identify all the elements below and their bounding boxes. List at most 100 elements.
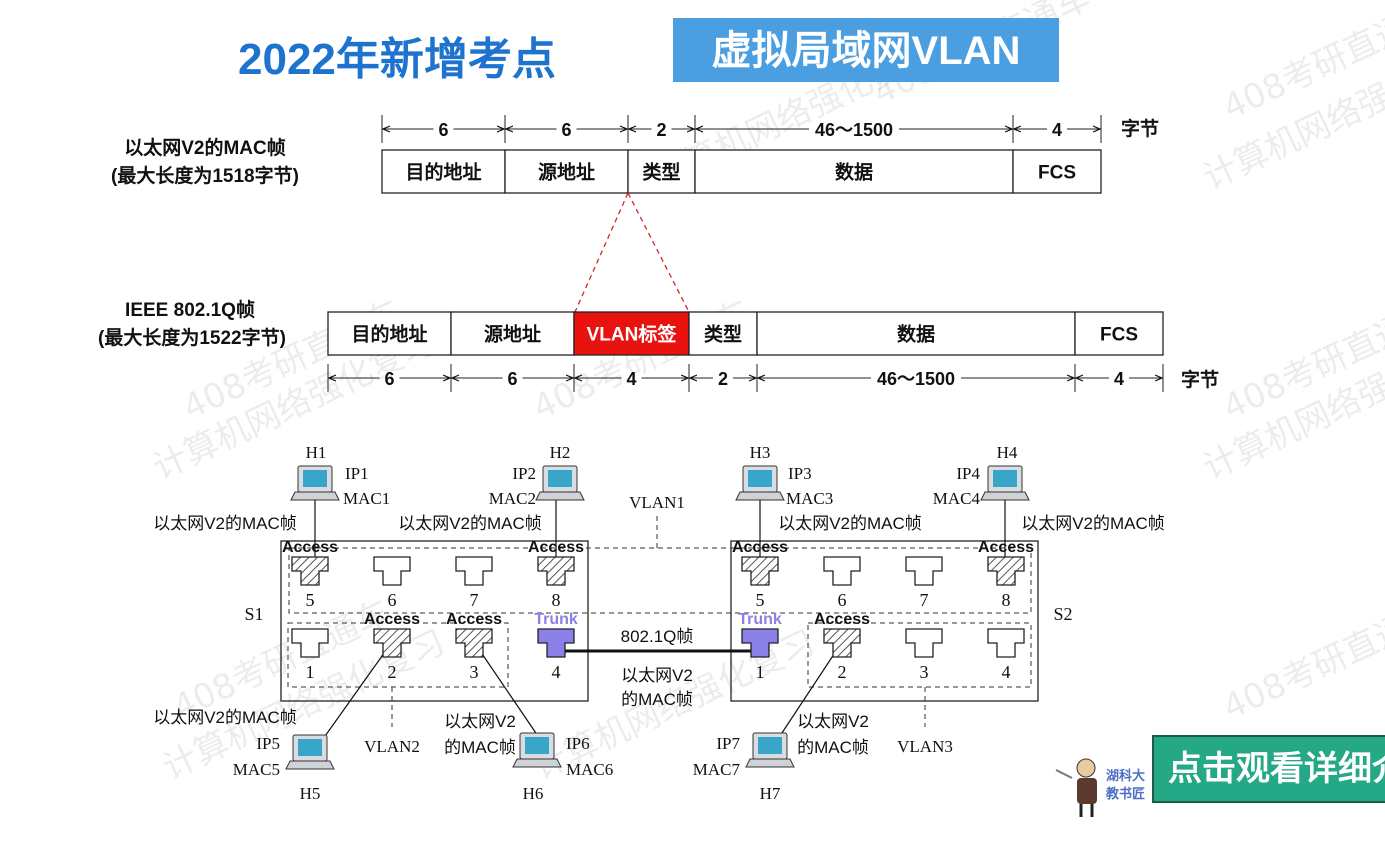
slide-title: 2022年新增考点 (238, 35, 556, 84)
trunk-label: Trunk (738, 611, 782, 628)
frame-field-label: 类型 (642, 161, 680, 184)
port-number: 2 (838, 662, 847, 682)
switch-port-none (905, 628, 943, 658)
field-size-label: 4 (1052, 120, 1062, 140)
switch-port-access (291, 556, 329, 586)
access-label: Access (282, 539, 338, 556)
topic-banner (673, 18, 1059, 82)
ethernet-v2-frame: 以太网V2的MAC帧 (最大长度为1518字节) 目的地址6源地址6类型2数据4… (111, 115, 1159, 194)
switch-port-none (905, 556, 943, 586)
host-mac: MAC3 (786, 489, 833, 508)
host-ip: IP4 (956, 464, 980, 483)
host-name: H3 (750, 443, 771, 462)
switch-port-none (291, 628, 329, 658)
switch-port-none (823, 556, 861, 586)
port-number: 6 (388, 590, 397, 610)
frame-field-label: 源地址 (538, 161, 595, 184)
switch-port-trunk (741, 628, 779, 658)
topic-title: 虚拟局域网VLAN (712, 29, 1021, 73)
frame-field-label: 类型 (704, 323, 742, 346)
host-name: H4 (997, 443, 1018, 462)
frame-field (1074, 311, 1164, 356)
host-name: H7 (760, 784, 781, 803)
host-computer-icon (735, 465, 785, 501)
port-number: 1 (756, 662, 765, 682)
frame-label: 以太网V2的MAC帧 (153, 708, 297, 727)
frame-field-label: 目的地址 (351, 323, 427, 346)
frame-field (756, 311, 1076, 356)
watermark: 408考研直通车 计算机网络强化复习 408考研直通车 计算机网络强化复习 40… (147, 0, 1385, 788)
watch-details-button[interactable]: 点击观看详细介 (1152, 735, 1385, 803)
frame-label: 以太网V2的MAC帧 (778, 514, 922, 533)
frame-field (694, 149, 1014, 194)
expand-line-left (574, 192, 629, 313)
expand-line-right (627, 192, 690, 313)
frame-field-label: 数据 (835, 161, 873, 184)
port-number: 2 (388, 662, 397, 682)
frame-label: 以太网V2的MAC帧 (1021, 514, 1165, 533)
presenter-line2: 教书匠 (1105, 786, 1145, 801)
switch-s2 (730, 540, 1039, 702)
frame-label: 的MAC帧 (444, 738, 516, 757)
host-mac: MAC7 (693, 760, 741, 779)
s2-label: S2 (1053, 604, 1072, 624)
vlan1-label: VLAN1 (629, 493, 685, 512)
switch-port-none (455, 556, 493, 586)
host-computer-icon (980, 465, 1030, 501)
access-label: Access (364, 611, 420, 628)
port-number: 7 (920, 590, 929, 610)
host-ip: IP7 (716, 734, 740, 753)
trunk-frame-label: 802.1Q帧 (621, 627, 694, 646)
field-size-label: 6 (438, 120, 448, 140)
access-label: Access (446, 611, 502, 628)
host-name: H2 (550, 443, 571, 462)
frame-label: 的MAC帧 (797, 738, 869, 757)
frame-field (688, 311, 758, 356)
port-number: 5 (756, 590, 765, 610)
host-ip: IP5 (256, 734, 280, 753)
port-number: 5 (306, 590, 315, 610)
host-name: H1 (306, 443, 327, 462)
frame-label: 以太网V2的MAC帧 (398, 514, 542, 533)
access-label: Access (528, 539, 584, 556)
host-ip: IP1 (345, 464, 369, 483)
host-computer-icon (285, 734, 335, 770)
presenter-line1: 湖科大 (1106, 768, 1145, 783)
port-number: 3 (470, 662, 479, 682)
switch-port-trunk (537, 628, 575, 658)
field-size-label: 46～1500 (815, 120, 893, 140)
switch-port-access (741, 556, 779, 586)
host-ip: IP6 (566, 734, 590, 753)
frame-field (573, 311, 690, 356)
host-computer-icon (512, 732, 562, 768)
switch-port-access (373, 628, 411, 658)
vlan3-label: VLAN3 (897, 737, 953, 756)
host-mac: MAC5 (233, 760, 280, 779)
svg-text:408考研直通车: 408考研直通车 (1217, 593, 1385, 729)
frame-title: IEEE 802.1Q帧 (125, 298, 255, 321)
port-number: 8 (1002, 590, 1011, 610)
frame-field (504, 149, 629, 194)
frame-max-length: (最大长度为1522字节) (98, 326, 286, 349)
host-computer-icon (290, 465, 340, 501)
field-size-label: 6 (561, 120, 571, 140)
field-size-label: 46～1500 (877, 369, 955, 389)
port-number: 6 (838, 590, 847, 610)
frame-label: 以太网V2 (444, 712, 516, 731)
switch-port-access (537, 556, 575, 586)
frame-max-length: (最大长度为1518字节) (111, 164, 299, 187)
port-number: 3 (920, 662, 929, 682)
port-number: 8 (552, 590, 561, 610)
port-number: 4 (552, 662, 561, 682)
frame-field-label: FCS (1038, 163, 1076, 184)
vlan2-label: VLAN2 (364, 737, 420, 756)
field-size-label: 2 (656, 120, 666, 140)
host-links (314, 500, 1006, 747)
host-ip: IP2 (512, 464, 536, 483)
ieee-8021q-frame: IEEE 802.1Q帧 (最大长度为1522字节) 目的地址6源地址6VLAN… (98, 298, 1219, 392)
frame-field (381, 149, 506, 194)
unit-label: 字节 (1121, 117, 1159, 140)
host-computer-icon (535, 465, 585, 501)
switch-port-access (987, 556, 1025, 586)
